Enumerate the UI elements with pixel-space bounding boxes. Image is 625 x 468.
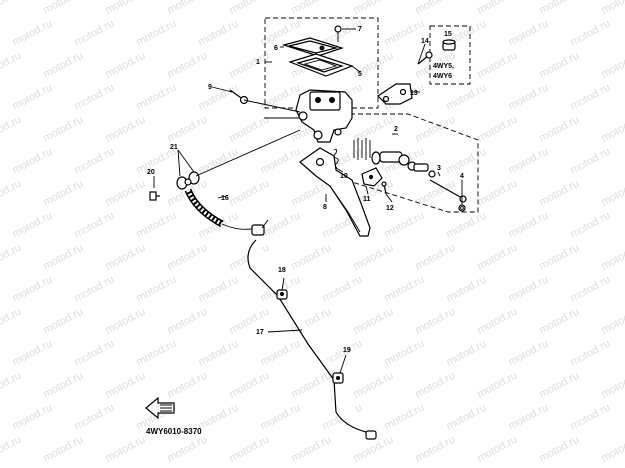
callout-18: 18 xyxy=(278,267,286,274)
callout-11: 11 xyxy=(363,196,371,203)
variant-note-line-2: 4WY6 xyxy=(433,73,452,80)
callout-1: 1 xyxy=(256,59,260,66)
item-11-bracket xyxy=(361,167,383,187)
item-14-bolt xyxy=(417,51,433,65)
callout-19: 19 xyxy=(343,347,351,354)
item-3-push-rod xyxy=(429,179,467,203)
diagram-code: 4WY6010-8370 xyxy=(146,427,202,436)
variant-note-line-1: 4WY5, xyxy=(433,63,454,70)
item-12-screw xyxy=(381,181,387,195)
callout-4: 4 xyxy=(460,173,464,180)
item-19-pipe-clip xyxy=(332,372,344,384)
callout-8: 8 xyxy=(323,204,327,211)
item-13-clamp xyxy=(377,83,413,105)
item-9-banjo-bolt xyxy=(229,89,249,105)
front-direction-arrow-icon xyxy=(145,396,175,420)
callout-6: 6 xyxy=(274,45,278,52)
callout-15: 15 xyxy=(444,31,452,38)
leader-lines xyxy=(153,28,463,374)
item-1-master-cylinder xyxy=(295,89,353,143)
item-16-hose xyxy=(184,188,269,236)
callout-10: 10 xyxy=(340,173,348,180)
callout-17: 17 xyxy=(256,329,264,336)
callout-14: 14 xyxy=(421,38,429,45)
item-6-reservoir-cap xyxy=(281,37,344,57)
item-4-pin xyxy=(458,204,466,212)
reservoir-group-frame xyxy=(264,17,379,109)
callout-9: 9 xyxy=(208,84,212,91)
callout-12: 12 xyxy=(386,205,394,212)
item-15-cap xyxy=(442,39,456,51)
item-2-piston-kit xyxy=(353,138,436,178)
callout-16: 16 xyxy=(221,195,229,202)
item-17-clutch-pipe xyxy=(247,239,377,440)
item-5-diaphragm xyxy=(288,53,354,77)
item-8-clutch-lever xyxy=(299,147,371,237)
item-18-pipe-clip xyxy=(276,289,288,300)
callout-13: 13 xyxy=(410,90,418,97)
callout-5: 5 xyxy=(358,71,362,78)
callout-20: 20 xyxy=(147,169,155,176)
item-7-screw xyxy=(334,25,342,42)
item-20-bolt xyxy=(149,191,160,201)
callout-2: 2 xyxy=(394,126,398,133)
assembly-lines xyxy=(195,99,301,177)
callout-7: 7 xyxy=(358,26,362,33)
item-21-washers xyxy=(176,171,200,190)
callout-21: 21 xyxy=(170,144,178,151)
callout-3: 3 xyxy=(437,165,441,172)
variant-note-frame xyxy=(429,25,471,85)
piston-kit-group-frame xyxy=(350,113,479,213)
